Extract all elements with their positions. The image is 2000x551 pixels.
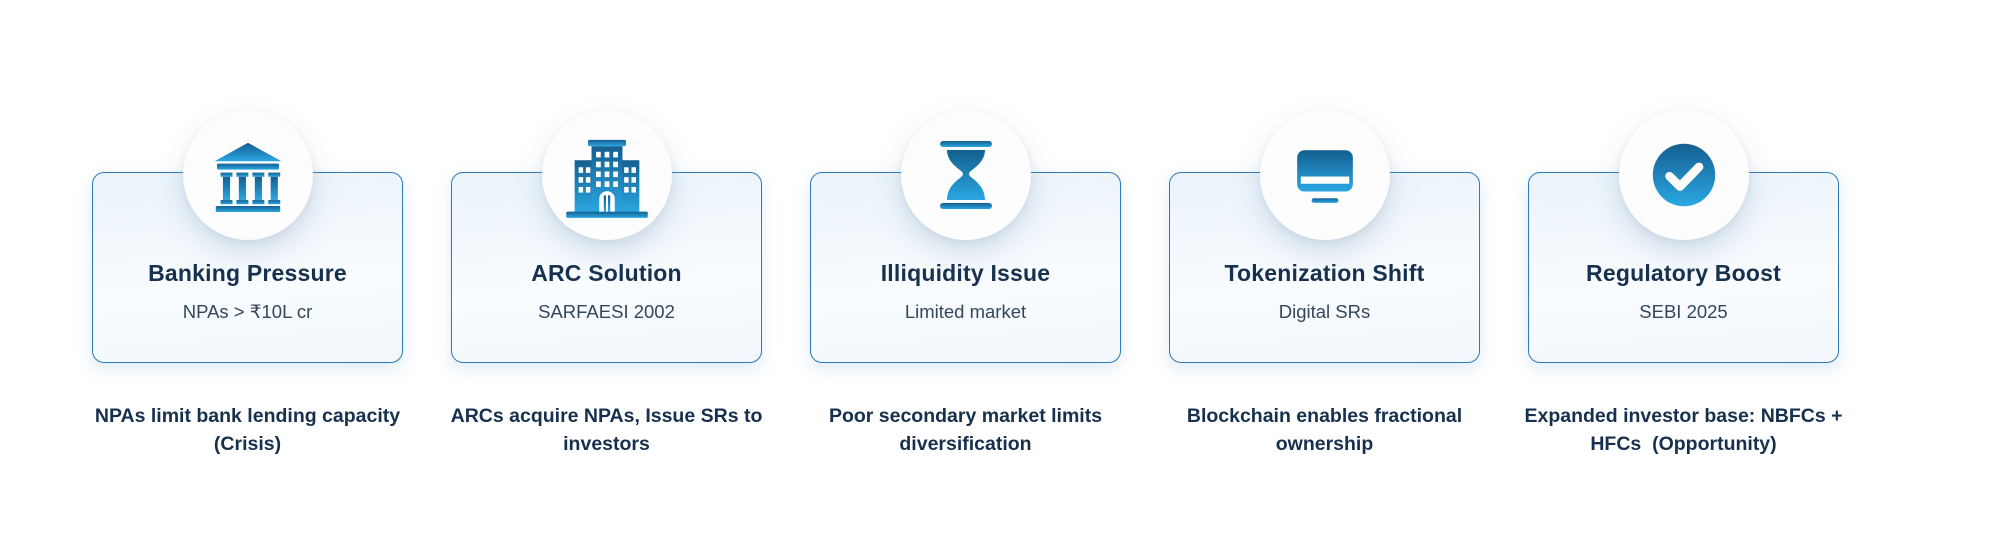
card-title: Illiquidity Issue — [880, 260, 1051, 286]
icon-badge — [1618, 110, 1749, 240]
card-subtitle: NPAs > ₹10L cr — [182, 301, 313, 322]
step-regulatory-boost: Regulatory Boost SEBI 2025 Expanded inve… — [1524, 110, 1843, 458]
card-illiquidity-issue: Illiquidity Issue Limited market — [810, 172, 1121, 363]
icon-badge — [1259, 110, 1390, 240]
card-title: Regulatory Boost — [1586, 260, 1781, 286]
card-description: Blockchain enables fractional ownership — [1186, 405, 1463, 455]
card-subtitle: SARFAESI 2002 — [538, 301, 675, 322]
building-icon — [562, 132, 652, 218]
card-title: Tokenization Shift — [1224, 260, 1425, 286]
step-arc-solution: ARC Solution SARFAESI 2002 ARCs acquire … — [451, 110, 762, 458]
step-illiquidity-issue: Illiquidity Issue Limited market Poor se… — [810, 110, 1121, 458]
card-description: Poor secondary market limits diversifica… — [828, 405, 1103, 455]
card-title: Banking Pressure — [148, 260, 347, 286]
bank-icon — [209, 138, 287, 212]
infographic-row: Banking Pressure NPAs > ₹10L cr NPAs lim… — [92, 110, 1843, 458]
card-description: ARCs acquire NPAs, Issue SRs to investor… — [450, 405, 763, 455]
checkmark-icon — [1647, 138, 1721, 212]
hourglass-icon — [934, 137, 998, 213]
card-description: NPAs limit bank lending capacity (Crisis… — [94, 405, 401, 455]
card-subtitle: Digital SRs — [1278, 301, 1371, 322]
card-description: Expanded investor base: NBFCs + HFCs (Op… — [1524, 405, 1843, 455]
icon-badge — [541, 110, 672, 240]
card-subtitle: SEBI 2025 — [1639, 301, 1728, 322]
card-title: ARC Solution — [531, 260, 682, 286]
card-subtitle: Limited market — [904, 301, 1027, 322]
step-tokenization-shift: Tokenization Shift Digital SRs Blockchai… — [1169, 110, 1480, 458]
icon-badge — [182, 110, 313, 240]
card-icon — [1292, 144, 1358, 206]
step-banking-pressure: Banking Pressure NPAs > ₹10L cr NPAs lim… — [92, 110, 403, 458]
icon-badge — [900, 110, 1031, 240]
